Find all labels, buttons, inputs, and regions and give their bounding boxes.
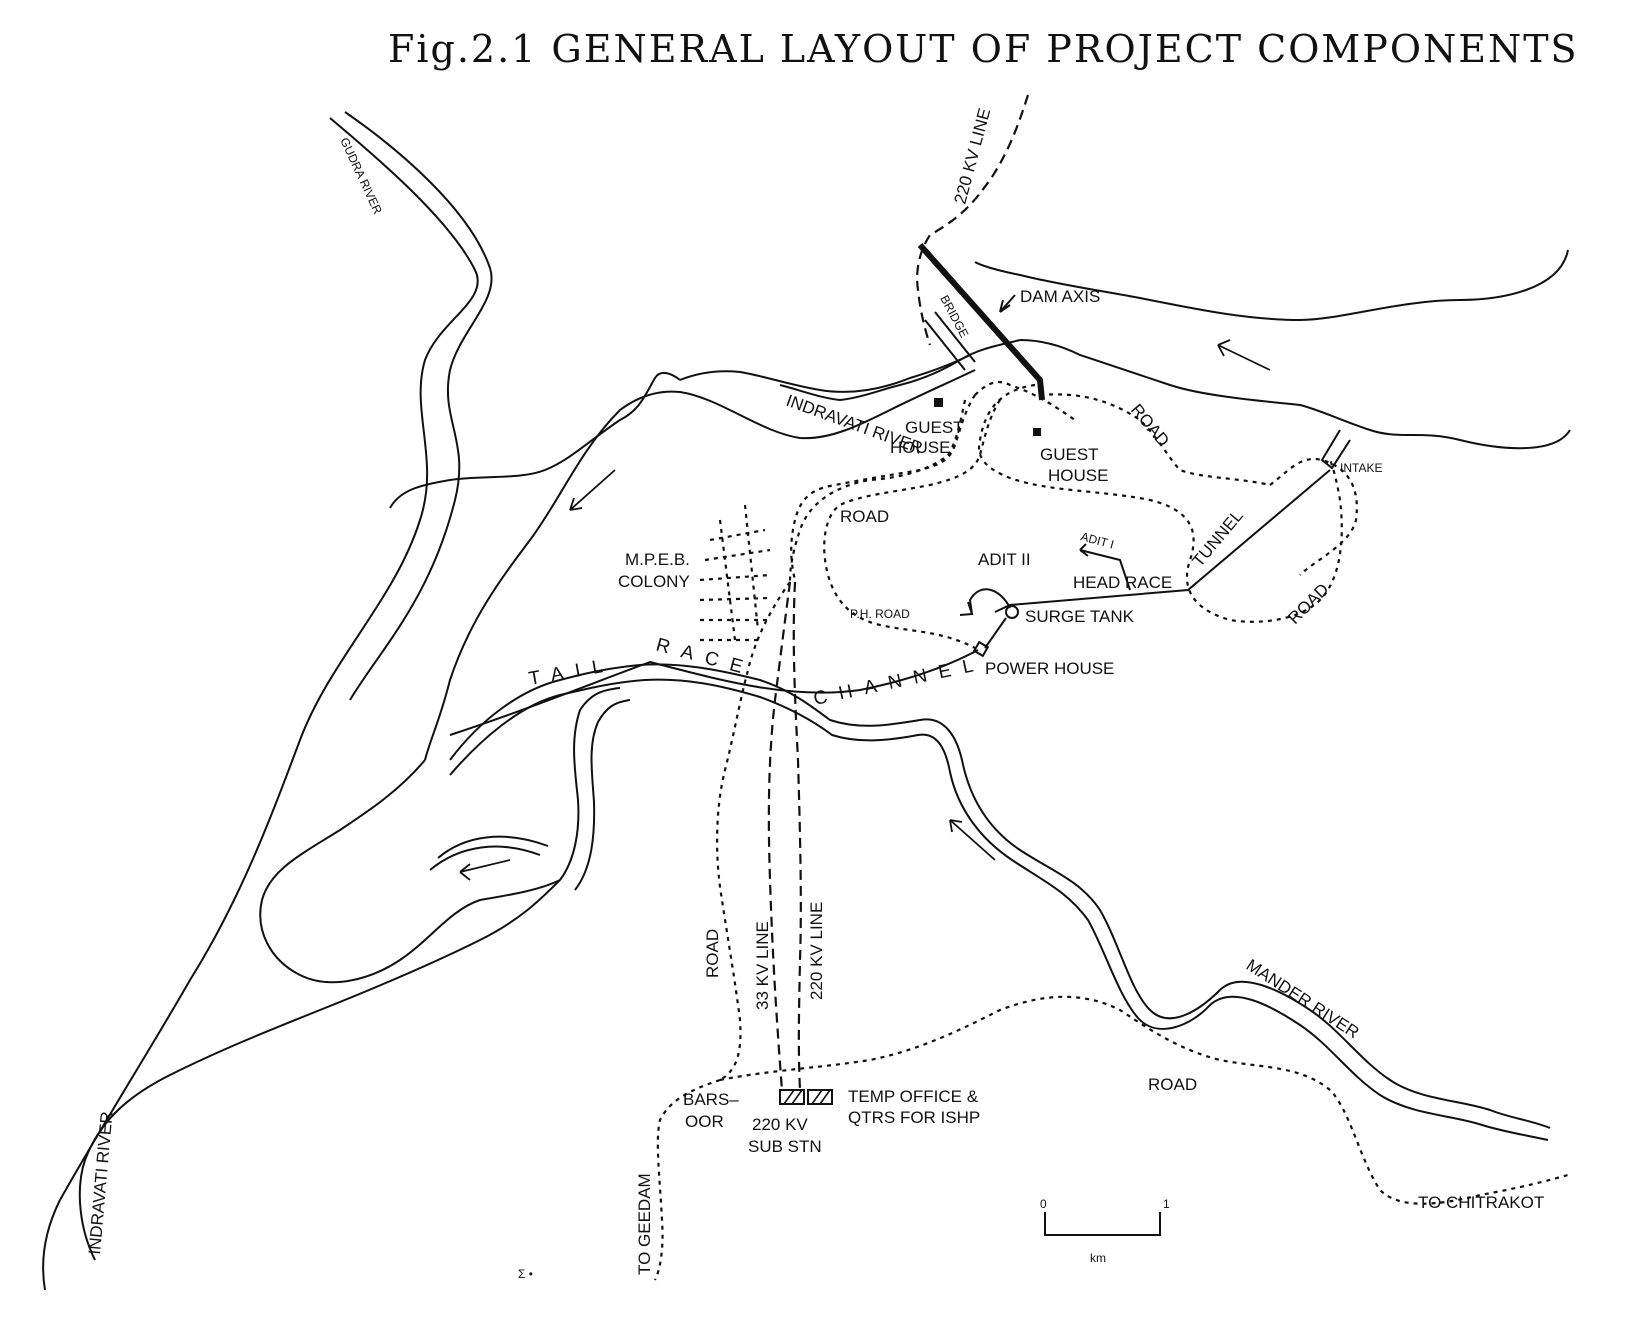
road-right-label: ROAD	[1284, 580, 1332, 628]
road-guest-house-link	[790, 394, 976, 581]
road-ph	[823, 399, 1001, 649]
tail-race-label-3: CHANNEL	[812, 653, 987, 710]
scale-bar	[1044, 1212, 1161, 1236]
guest-house-1-symbol	[934, 398, 943, 407]
bridge-line-a	[924, 319, 966, 371]
scale-label-unit: km	[1090, 1251, 1106, 1265]
mander-river-a	[1219, 980, 1551, 1129]
ph-road-label: P.H. ROAD	[850, 607, 910, 621]
west-channel-b	[574, 699, 631, 891]
mpeb-colony-streets	[699, 504, 771, 642]
substation-hatched-boxes	[779, 1089, 833, 1105]
kv33-line-label: 33 KV LINE	[753, 921, 772, 1010]
penstock	[984, 617, 1007, 649]
scale-label-one: 1	[1163, 1197, 1170, 1211]
road-lower-label: ROAD	[1148, 1075, 1197, 1094]
road-vertical-label: ROAD	[703, 929, 722, 978]
barsoor-label-a: BARS–	[683, 1090, 739, 1109]
stray-mark: Σ •	[518, 1267, 533, 1281]
dam-axis-line	[917, 243, 1045, 401]
road-intake	[1269, 457, 1358, 576]
surge-tank-label: SURGE TANK	[1025, 607, 1135, 626]
indravati-river-west-a	[679, 354, 971, 393]
substation-label-b: SUB STN	[748, 1137, 822, 1156]
gudra-river-bank-left	[59, 117, 479, 1201]
indravati-upper-bank	[974, 249, 1569, 322]
indravati-main-lower	[78, 879, 561, 1261]
road-upper-label: ROAD	[1127, 400, 1173, 450]
temp-office-label-a: TEMP OFFICE &	[848, 1087, 979, 1106]
indravati-river-west-b	[424, 369, 976, 761]
adit-i-line	[1079, 543, 1131, 591]
kv220-line-top	[916, 94, 1030, 346]
guest-house-2-label-b: HOUSE	[1048, 466, 1108, 485]
dam-axis-label: DAM AXIS	[1020, 287, 1100, 306]
channel-river-b	[449, 678, 1211, 1030]
kv33-line	[767, 581, 792, 1091]
road-center-label: ROAD	[840, 507, 889, 526]
road-lower-east	[719, 995, 1569, 1205]
intake-structure	[1320, 429, 1351, 470]
to-chitrakot-label: TO CHITRAKOT	[1418, 1193, 1544, 1212]
guest-house-2-label-a: GUEST	[1040, 445, 1099, 464]
flow-arrow-upper-left	[569, 469, 616, 511]
head-race-label: HEAD RACE	[1073, 573, 1172, 592]
power-house-symbol	[972, 640, 990, 658]
adit-ii-label: ADIT II	[978, 550, 1031, 569]
mander-river-label: MANDER RIVER	[1243, 955, 1363, 1042]
road-to-barsoor	[716, 581, 791, 1081]
road-to-geedam	[654, 1078, 721, 1281]
mander-river-b	[1209, 995, 1549, 1141]
kv220-line-lower	[792, 581, 802, 1091]
gudra-river-bank-right	[344, 111, 493, 701]
west-channel-c	[429, 835, 549, 871]
west-channel-a	[559, 687, 621, 881]
power-house-label: POWER HOUSE	[985, 659, 1114, 678]
adit-i-label: ADIT I	[1079, 529, 1115, 551]
kv220-line-top-label: 220 KV LINE	[951, 106, 995, 206]
adit-ii-curve	[959, 588, 1011, 616]
tunnel-label: TUNNEL	[1189, 506, 1247, 570]
indravati-north-bank-west	[779, 339, 1021, 402]
substation-label-a: 220 KV	[752, 1115, 808, 1134]
guest-house-2-symbol	[1033, 428, 1041, 436]
intake-label: INTAKE	[1340, 461, 1382, 475]
guest-house-1-label-a: GUEST	[905, 418, 964, 437]
dam-axis-pointer	[999, 294, 1016, 313]
scale-label-zero: 0	[1040, 1197, 1047, 1211]
flow-arrow-middle-right	[949, 819, 996, 861]
indravati-river-lower-label: INDRAVATI RIVER	[85, 1111, 116, 1256]
indravati-main-west-bank	[259, 759, 561, 984]
indravati-main-lower-inner	[42, 1199, 61, 1291]
mpeb-colony-label-b: COLONY	[618, 572, 690, 591]
tail-race-channel	[449, 649, 979, 736]
barsoor-label-b: OOR	[685, 1112, 724, 1131]
guest-house-1-label-b: HOUSE	[890, 438, 950, 457]
surge-tank-symbol	[1005, 605, 1019, 619]
bridge-line-b	[934, 311, 976, 363]
kv220-line-lower-label: 220 KV LINE	[807, 902, 826, 1000]
flow-arrow-upper-right	[1217, 339, 1271, 371]
gudra-river-label: GUDRA RIVER	[337, 135, 385, 216]
channel-river-a	[449, 663, 1221, 1020]
tail-race-label-2: RACE	[654, 635, 757, 681]
flow-arrow-lower-left	[459, 859, 511, 881]
indravati-bay-loop	[389, 372, 681, 509]
headrace-tunnel	[994, 469, 1331, 613]
mpeb-colony-label-a: M.P.E.B.	[625, 550, 690, 569]
to-geedam-label: TO GEEDAM	[635, 1173, 654, 1275]
road-dam-loop	[974, 380, 1343, 623]
figure-title: Fig.2.1 GENERAL LAYOUT OF PROJECT COMPON…	[388, 27, 1579, 71]
temp-office-label-b: QTRS FOR ISHP	[848, 1108, 980, 1127]
indravati-lower-bank-right	[1019, 339, 1571, 450]
